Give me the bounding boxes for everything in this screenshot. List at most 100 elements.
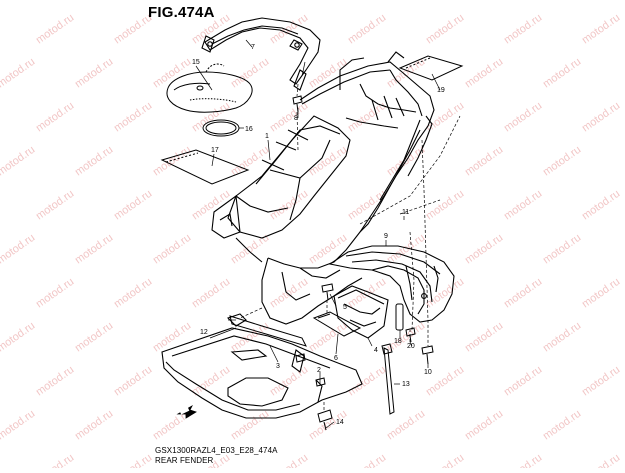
callout-18: 18 xyxy=(394,338,402,345)
watermark-text: motod.ru xyxy=(502,100,544,135)
assembly-guides xyxy=(239,83,461,410)
watermark-text: motod.ru xyxy=(112,188,154,223)
watermark-text: motod.ru xyxy=(151,56,193,91)
watermark-text: motod.ru xyxy=(73,408,115,443)
callout-10: 10 xyxy=(424,369,432,376)
part-mudguard-flap xyxy=(161,313,363,419)
figure-name: REAR FENDER xyxy=(155,456,214,465)
callout-14: 14 xyxy=(336,419,344,426)
watermark-text: motod.ru xyxy=(112,276,154,311)
watermark-text: motod.ru xyxy=(73,0,115,2)
part-seat-pad xyxy=(166,63,253,113)
watermark-text: motod.ru xyxy=(346,188,388,223)
watermark-text: motod.ru xyxy=(463,144,505,179)
callout-5: 5 xyxy=(343,304,347,311)
part-bracket-holder xyxy=(333,285,389,339)
watermark-text: motod.ru xyxy=(580,364,622,399)
callout-16: 16 xyxy=(245,126,253,133)
watermark-text: motod.ru xyxy=(34,452,76,468)
watermark-text: motod.ru xyxy=(307,232,349,267)
callout-8: 8 xyxy=(294,115,298,122)
watermark-text: motod.ru xyxy=(151,144,193,179)
watermark-text: motod.ru xyxy=(502,276,544,311)
watermark-text: motod.ru xyxy=(34,12,76,47)
watermark-text: motod.ru xyxy=(385,56,427,91)
callout-15: 15 xyxy=(192,59,200,66)
watermark-text: motod.ru xyxy=(229,0,271,2)
part-rear-fender xyxy=(211,51,435,325)
callout-3: 3 xyxy=(276,363,280,370)
watermark-text: motod.ru xyxy=(307,144,349,179)
watermark-text: motod.ru xyxy=(112,100,154,135)
part-o-ring xyxy=(202,119,240,137)
watermark-text: motod.ru xyxy=(502,12,544,47)
front-arrow-icon xyxy=(176,404,197,419)
watermark-text: motod.ru xyxy=(112,452,154,468)
callout-1: 1 xyxy=(265,133,269,140)
callout-17: 17 xyxy=(211,147,219,154)
callout-leaders xyxy=(195,39,441,429)
watermark-text: motod.ru xyxy=(424,188,466,223)
part-clamp-strip xyxy=(229,315,307,347)
watermark-text: motod.ru xyxy=(346,12,388,47)
callout-2: 2 xyxy=(317,367,321,374)
watermark-text: motod.ru xyxy=(424,452,466,468)
watermark-text: motod.ru xyxy=(190,188,232,223)
watermark-text: motod.ru xyxy=(541,320,583,355)
watermark-text: motod.ru xyxy=(34,100,76,135)
watermark-text: motod.ru xyxy=(0,320,37,355)
part-plate xyxy=(312,311,362,337)
watermark-text: motod.ru xyxy=(73,144,115,179)
part-label-sheet xyxy=(398,55,464,81)
watermark-text: motod.ru xyxy=(73,232,115,267)
watermark-text: motod.ru xyxy=(307,0,349,2)
callout-labels: 7 15 19 16 8 17 1 11 9 12 3 2 5 4 6 18 2… xyxy=(192,44,445,426)
watermark-text: motod.ru xyxy=(463,232,505,267)
watermark-text: motod.ru xyxy=(73,56,115,91)
watermark-text: motod.ru xyxy=(190,100,232,135)
watermark-text: motod.ru xyxy=(541,232,583,267)
callout-13: 13 xyxy=(402,381,410,388)
watermark-text: motod.ru xyxy=(0,56,37,91)
watermark-text: motod.ru xyxy=(541,408,583,443)
watermark-text: motod.ru xyxy=(307,320,349,355)
watermark-text: motod.ru xyxy=(0,408,37,443)
watermark-text: motod.ru xyxy=(229,56,271,91)
watermark-text: motod.ru xyxy=(463,320,505,355)
watermark-text: motod.ru xyxy=(424,276,466,311)
watermark-text: motod.ru xyxy=(580,276,622,311)
watermark-text: motod.ru xyxy=(73,320,115,355)
watermark-text: motod.ru xyxy=(34,188,76,223)
callout-7: 7 xyxy=(251,44,255,51)
figure-title: FIG.474A xyxy=(148,4,215,21)
callout-6: 6 xyxy=(334,355,338,362)
watermark-text: motod.ru xyxy=(112,364,154,399)
watermark-text: motod.ru xyxy=(151,0,193,2)
watermark-text: motod.ru xyxy=(502,452,544,468)
watermark-text: motod.ru xyxy=(580,452,622,468)
watermark-text: motod.ru xyxy=(541,56,583,91)
watermark-text: motod.ru xyxy=(541,0,583,2)
part-stay xyxy=(395,303,404,331)
part-cable-tie xyxy=(381,343,395,415)
watermark-text: motod.ru xyxy=(151,320,193,355)
part-grab-rail xyxy=(201,17,321,91)
watermark-text: motod.ru xyxy=(346,276,388,311)
figure-code: GSX1300RAZL4_E03_E28_474A xyxy=(155,446,278,455)
watermark-text: motod.ru xyxy=(151,232,193,267)
watermark-text: motod.ru xyxy=(463,408,505,443)
watermark-text: motod.ru xyxy=(0,144,37,179)
part-screws xyxy=(292,95,434,431)
watermark-text: motod.ru xyxy=(541,144,583,179)
watermark-text: motod.ru xyxy=(229,408,271,443)
callout-19: 19 xyxy=(437,87,445,94)
callout-12: 12 xyxy=(200,329,208,336)
watermark-text: motod.ru xyxy=(463,0,505,2)
watermark-text: motod.ru xyxy=(34,276,76,311)
watermark-text: motod.ru xyxy=(385,0,427,2)
watermark-text: motod.ru xyxy=(190,276,232,311)
part-inner-cover xyxy=(328,245,455,323)
